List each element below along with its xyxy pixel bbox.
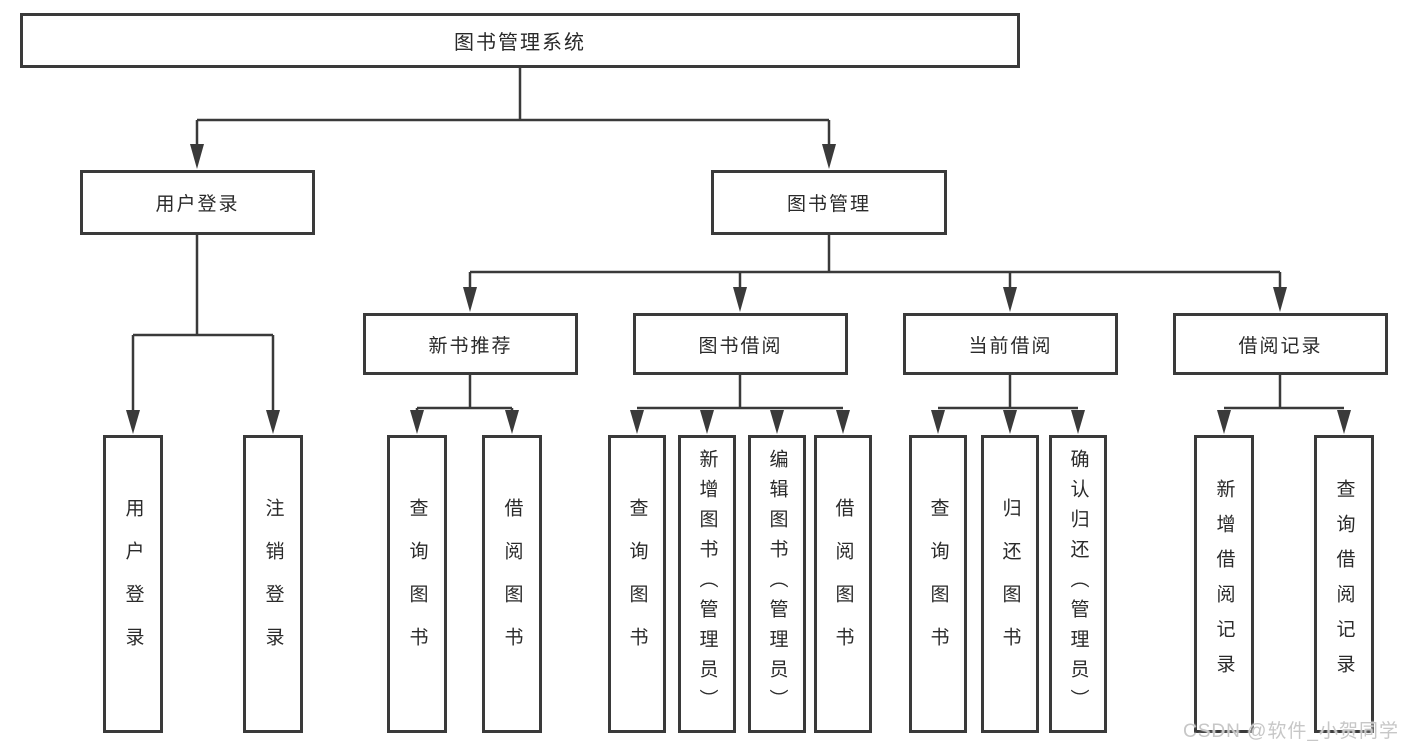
arrowhead-current-query bbox=[931, 410, 945, 434]
arrowhead-borrowing-records bbox=[1273, 287, 1287, 312]
node-root-library-system: 图书管理系统 bbox=[20, 13, 1020, 68]
arrowhead-book-management bbox=[822, 144, 836, 169]
arrowhead-user-login bbox=[190, 144, 204, 169]
arrowhead-current-return bbox=[1003, 410, 1017, 434]
node-book-management: 图书管理 bbox=[711, 170, 947, 235]
arrowhead-recommend-borrow bbox=[505, 410, 519, 434]
leaf-logout: 注销登录 bbox=[243, 435, 303, 733]
arrowhead-borrow-borrow bbox=[836, 410, 850, 434]
arrowhead-leaf-user-login bbox=[126, 410, 140, 434]
leaf-query-book-current: 查询图书 bbox=[909, 435, 967, 733]
arrowhead-current-borrowing bbox=[1003, 287, 1017, 312]
arrowhead-borrow-add bbox=[700, 410, 714, 434]
leaf-query-book-recommend: 查询图书 bbox=[387, 435, 447, 733]
leaf-user-login: 用户登录 bbox=[103, 435, 163, 733]
node-current-borrowing: 当前借阅 bbox=[903, 313, 1118, 375]
arrowhead-record-query bbox=[1337, 410, 1351, 434]
arrowhead-record-add bbox=[1217, 410, 1231, 434]
leaf-borrow-book: 借阅图书 bbox=[814, 435, 872, 733]
csdn-watermark: CSDN @软件_小贺同学 bbox=[1183, 721, 1399, 742]
leaf-query-book-borrow: 查询图书 bbox=[608, 435, 666, 733]
leaf-borrow-book-recommend: 借阅图书 bbox=[482, 435, 542, 733]
arrowhead-borrow-edit bbox=[770, 410, 784, 434]
leaf-return-book: 归还图书 bbox=[981, 435, 1039, 733]
node-borrowing-records: 借阅记录 bbox=[1173, 313, 1388, 375]
leaf-add-borrow-record: 新增借阅记录 bbox=[1194, 435, 1254, 733]
arrowhead-borrow-query bbox=[630, 410, 644, 434]
node-user-login: 用户登录 bbox=[80, 170, 315, 235]
arrowhead-current-confirm bbox=[1071, 410, 1085, 434]
node-new-book-recommendation: 新书推荐 bbox=[363, 313, 578, 375]
arrowhead-recommend-query bbox=[410, 410, 424, 434]
leaf-add-book-admin: 新增图书（管理员） bbox=[678, 435, 736, 733]
leaf-confirm-return-admin: 确认归还（管理员） bbox=[1049, 435, 1107, 733]
leaf-query-borrow-record: 查询借阅记录 bbox=[1314, 435, 1374, 733]
node-book-borrowing: 图书借阅 bbox=[633, 313, 848, 375]
arrowhead-book-borrowing bbox=[733, 287, 747, 312]
arrowhead-new-book-recommendation bbox=[463, 287, 477, 312]
leaf-edit-book-admin: 编辑图书（管理员） bbox=[748, 435, 806, 733]
arrowhead-leaf-logout bbox=[266, 410, 280, 434]
